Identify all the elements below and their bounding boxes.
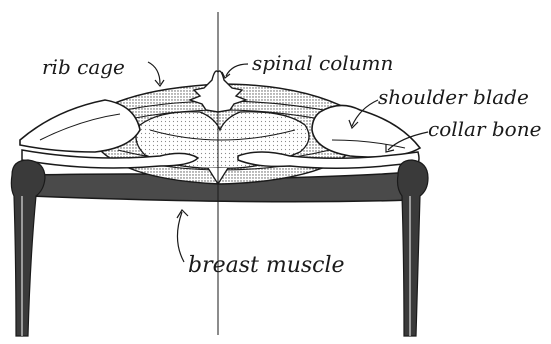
breast-muscle-leader xyxy=(177,212,184,262)
left-wing-bone xyxy=(11,160,45,336)
rib-cage-leader xyxy=(148,62,160,84)
left-shoulder-blade xyxy=(20,100,140,152)
rib-cage-label: rib cage xyxy=(42,55,125,79)
right-shoulder-blade xyxy=(312,105,420,157)
right-wing-bone xyxy=(398,160,429,336)
collar-bone-label: collar bone xyxy=(428,117,541,141)
spinal-column-label: spinal column xyxy=(252,51,393,75)
breast-muscle-label: breast muscle xyxy=(188,253,345,278)
shoulder-blade-label: shoulder blade xyxy=(378,85,529,109)
